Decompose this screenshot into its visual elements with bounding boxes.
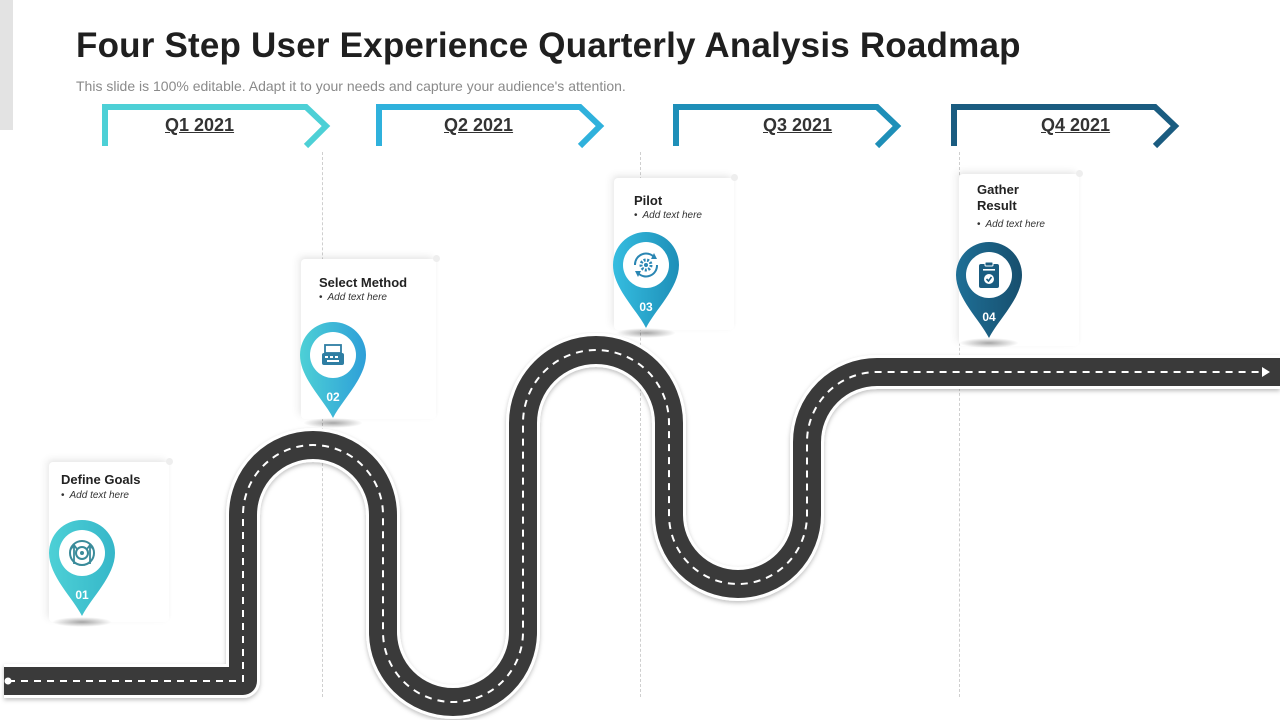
- step-title: Define Goals: [61, 472, 141, 487]
- step-title: Select Method: [319, 275, 408, 290]
- slide-side-bar: [0, 0, 13, 130]
- pin-shadow: [616, 328, 676, 338]
- step-pin-02: 02: [298, 320, 368, 430]
- quarter-label: Q3 2021: [763, 115, 833, 135]
- step-text: •Add text here: [634, 210, 702, 221]
- step-pin-04: 04: [954, 240, 1024, 350]
- step-title: Gather Result: [977, 182, 1019, 213]
- quarter-banner-q4: Q4 2021: [951, 104, 1181, 149]
- card-corner-dot: [433, 255, 440, 262]
- quarter-banner-q3: Q3 2021: [673, 104, 903, 149]
- step-text-value: Add text here: [69, 490, 129, 501]
- step-text: •Add text here: [319, 292, 387, 303]
- quarter-banner-q1: Q1 2021: [102, 104, 332, 149]
- pin-shadow: [303, 418, 363, 428]
- step-text: •Add text here: [61, 490, 129, 501]
- quarter-divider: [640, 152, 641, 697]
- step-number: 04: [982, 310, 996, 324]
- quarter-label: Q1 2021: [165, 115, 235, 135]
- step-number: 03: [639, 300, 653, 314]
- quarter-banner-q2: Q2 2021: [376, 104, 606, 149]
- step-text: •Add text here: [977, 219, 1045, 230]
- step-text-value: Add text here: [327, 292, 387, 303]
- pin-shadow: [959, 338, 1019, 348]
- page-subtitle: This slide is 100% editable. Adapt it to…: [76, 78, 626, 94]
- pin-shadow: [52, 617, 112, 627]
- step-pin-03: 03: [611, 230, 681, 340]
- card-corner-dot: [166, 458, 173, 465]
- card-corner-dot: [731, 174, 738, 181]
- step-text-value: Add text here: [985, 219, 1045, 230]
- quarter-label: Q4 2021: [1041, 115, 1111, 135]
- step-title: Pilot: [634, 193, 663, 208]
- step-text-value: Add text here: [642, 210, 702, 221]
- quarter-arrow-shape: [673, 104, 902, 149]
- step-number: 01: [75, 588, 89, 602]
- step-pin-01: 01: [47, 518, 117, 628]
- quarter-divider: [959, 152, 960, 697]
- quarter-arrow-shape: [102, 104, 331, 149]
- step-number: 02: [326, 390, 340, 404]
- quarter-arrow-shape: [951, 104, 1180, 149]
- quarter-arrow-shape: [376, 104, 605, 149]
- card-corner-dot: [1076, 170, 1083, 177]
- cycle-gear-icon: [627, 246, 665, 284]
- page-title: Four Step User Experience Quarterly Anal…: [76, 26, 1021, 65]
- road-start-dot: [4, 677, 12, 685]
- quarter-divider: [322, 152, 323, 697]
- road-end-arrow: [1262, 367, 1270, 377]
- clipboard-check-icon: [970, 256, 1008, 294]
- typewriter-icon: [314, 336, 352, 374]
- quarter-label: Q2 2021: [444, 115, 514, 135]
- target-goals-icon: [63, 534, 101, 572]
